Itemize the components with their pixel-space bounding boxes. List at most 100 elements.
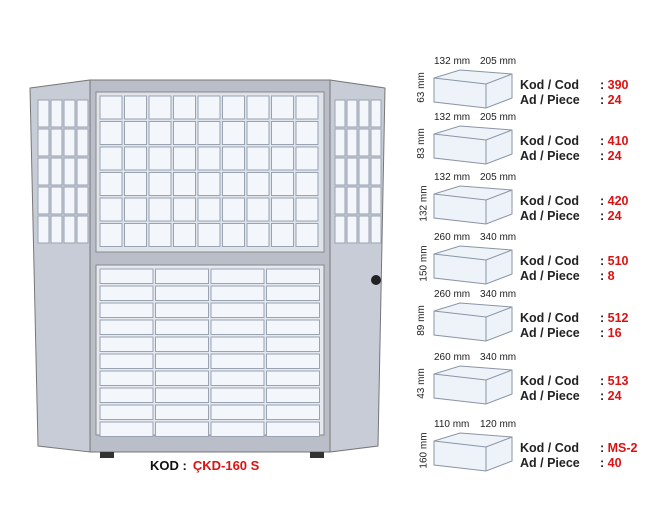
cabinet-bin	[50, 157, 63, 186]
cabinet-bin	[124, 197, 147, 222]
cabinet-bin	[148, 197, 172, 222]
cabinet-bin	[155, 336, 209, 352]
cabinet-bin	[295, 121, 319, 145]
bin-depth: 205 mm	[480, 112, 517, 123]
cabinet-bin	[334, 99, 346, 128]
cabinet-bin	[99, 95, 123, 120]
bin-width: 132 mm	[434, 172, 471, 183]
cabinet-bin	[295, 95, 319, 120]
product-spec: Kod / Cod: 410 Ad / Piece: 24	[520, 134, 629, 163]
cabinet-bin	[173, 197, 196, 222]
cabinet-bin	[124, 223, 147, 247]
caption-code: ÇKD-160 S	[192, 458, 260, 473]
bin-illustration	[433, 432, 513, 472]
cabinet-bin	[334, 186, 346, 215]
bin-width: 260 mm	[434, 232, 471, 243]
cabinet-bin	[50, 99, 63, 128]
cabinet-bin	[271, 121, 294, 145]
bin-height: 63 mm	[415, 72, 427, 103]
cabinet-bin	[358, 215, 370, 244]
cabinet-bin	[222, 95, 245, 120]
bin-width: 110 mm	[434, 419, 470, 430]
cabinet-bin	[197, 146, 221, 171]
cabinet-bin	[358, 186, 370, 215]
cabinet-bin	[370, 186, 382, 215]
cabinet-bin	[99, 319, 154, 335]
cabinet-bin	[266, 336, 320, 352]
kod-value: 390	[607, 78, 629, 92]
cabinet-bin	[155, 353, 209, 369]
cabinet-bin	[155, 302, 209, 318]
product-row: 260 mm 340 mm 89 mm Kod / Cod: 512 Ad / …	[416, 289, 660, 355]
bin-illustration	[433, 125, 513, 165]
bin-width: 260 mm	[434, 352, 471, 363]
cabinet-bin	[210, 285, 265, 301]
product-spec: Kod / Cod: 420 Ad / Piece: 24	[520, 194, 629, 223]
cabinet-bin	[197, 95, 221, 120]
cabinet-bin	[50, 186, 63, 215]
cabinet-bin	[124, 146, 147, 171]
cabinet-bin	[210, 421, 265, 437]
cabinet-bin	[63, 186, 76, 215]
product-row: 260 mm 340 mm 43 mm Kod / Cod: 513 Ad / …	[416, 352, 660, 418]
cabinet-bin	[210, 319, 265, 335]
cabinet-bin	[210, 404, 265, 420]
cabinet-bin	[148, 121, 172, 145]
cabinet-bin	[266, 353, 320, 369]
kod-label: Kod / Cod	[520, 254, 580, 268]
kod-label: Kod / Cod	[520, 441, 580, 455]
piece-value: 40	[607, 456, 622, 470]
product-row: 110 mm 120 mm 160 mm Kod / Cod: MS-2 Ad …	[418, 419, 660, 485]
bin-illustration	[433, 302, 513, 342]
product-spec: Kod / Cod: MS-2 Ad / Piece: 40	[520, 441, 638, 470]
cabinet-caption: KOD : ÇKD-160 S	[150, 458, 259, 473]
cabinet-bin	[99, 370, 154, 386]
cabinet-bin	[210, 302, 265, 318]
cabinet-bin	[210, 387, 265, 403]
kod-label: Kod / Cod	[520, 374, 580, 388]
caption-label: KOD :	[150, 458, 187, 473]
bin-depth: 205 mm	[480, 56, 517, 67]
cabinet-bin	[99, 223, 123, 247]
cabinet-bin	[266, 404, 320, 420]
cabinet-bin	[266, 421, 320, 437]
cabinet-bin	[148, 172, 172, 196]
cabinet-bin	[222, 146, 245, 171]
cabinet-bin	[148, 223, 172, 247]
cabinet-bin	[148, 146, 172, 171]
piece-value: 16	[607, 326, 622, 340]
kod-value: 410	[607, 134, 629, 148]
cabinet-bin	[210, 353, 265, 369]
cabinet-bin	[197, 223, 221, 247]
product-spec: Kod / Cod: 512 Ad / Piece: 16	[520, 311, 629, 340]
cabinet-bin	[295, 146, 319, 171]
cabinet-bin	[76, 128, 89, 157]
piece-value: 24	[607, 149, 622, 163]
bin-height: 132 mm	[418, 185, 430, 222]
cabinet-bin	[76, 186, 89, 215]
cabinet-bin	[99, 387, 154, 403]
cabinet-bin	[246, 146, 270, 171]
bin-height: 150 mm	[418, 245, 430, 282]
bin-height: 89 mm	[415, 305, 427, 336]
cabinet-bin	[197, 172, 221, 196]
bin-height: 160 mm	[418, 432, 430, 469]
kod-label: Kod / Cod	[520, 134, 580, 148]
cabinet-bin	[295, 223, 319, 247]
cabinet-bin	[370, 157, 382, 186]
cabinet-bin	[37, 99, 50, 128]
bin-illustration	[433, 185, 513, 225]
piece-value: 8	[607, 269, 615, 283]
cabinet-bin	[155, 387, 209, 403]
cabinet-bin	[210, 268, 265, 284]
cabinet-bin	[37, 186, 50, 215]
cabinet-bin	[37, 157, 50, 186]
cabinet-bin	[346, 157, 358, 186]
cabinet-bin	[346, 99, 358, 128]
bin-width: 132 mm	[434, 56, 471, 67]
cabinet-bin	[173, 146, 196, 171]
piece-value: 24	[607, 93, 622, 107]
product-row: 132 mm 205 mm 132 mm Kod / Cod: 420 Ad /…	[418, 172, 660, 238]
kod-value: 420	[607, 194, 629, 208]
bin-height: 83 mm	[415, 128, 427, 159]
